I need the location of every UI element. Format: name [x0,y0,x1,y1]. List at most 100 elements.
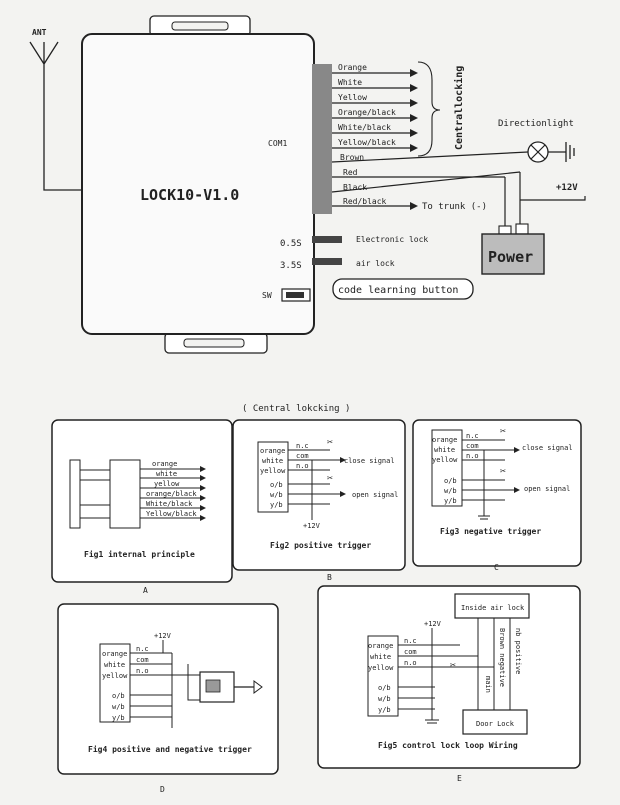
power-battery [481,233,545,275]
fig-a-wire-yellow-black: Yellow/black [146,510,197,518]
antenna-label: ANT [32,28,47,37]
fig-c-letter: C [494,563,499,572]
fig-c-left-white: white [434,446,455,454]
output-05s-connector [312,236,342,243]
centrallocking-label: Centrallocking [453,66,465,150]
fig-b-term-com: com [296,452,309,460]
fig-c-left-orange: orange [432,436,457,444]
fig-a-letter: A [143,586,148,595]
lamp-icon [527,141,549,163]
fig-b-12v: +12V [303,522,321,530]
fig-e-scissors-icon: ✂ [450,660,456,671]
fig-e-left-yb: y/b [378,706,391,714]
fig-b-term-no: n.o [296,462,309,470]
wire-label-orange: Orange [338,63,367,72]
fig-a-wire-orange: orange [152,460,177,468]
battery-terminal-pos [515,223,529,235]
code-learning-label: code learning button [338,285,458,296]
code-learning-button[interactable] [332,278,474,300]
fig-a-wire-yellow: yellow [154,480,180,488]
fig-a-box [51,419,233,583]
fig-e-12v: +12V [424,620,442,628]
sw-label: SW [262,291,272,300]
fig-d-term-no: n.o [136,667,149,675]
wire-arrows [410,69,418,210]
inside-air-lock-label: Inside air lock [461,604,525,612]
fig-d-left-ob: o/b [112,692,125,700]
module-title: LOCK10-V1.0 [140,186,239,204]
antenna: ANT [29,28,85,191]
module-box [81,33,315,335]
fig-b-left-ob: o/b [270,481,283,489]
fig-b-left-wb: w/b [270,491,283,499]
fig-e-left-yellow: yellow [368,664,394,672]
fig-d: orange white yellow o/b w/b y/b n.c com … [57,603,279,794]
centrallocking-brace [417,61,441,157]
wire-labels: Orange White Yellow Orange/black White/b… [338,63,487,212]
fig-b-left-yellow: yellow [260,467,286,475]
fig-b-scissors-icon: ✂ [327,437,333,448]
plus12-label: +12V [556,183,578,193]
fig-d-left-wb: w/b [112,703,125,711]
fig-c-scissors-icon-2: ✂ [500,466,506,477]
wire-label-red-black: Red/black [343,197,387,206]
wire-label-yellow: Yellow [338,93,367,102]
fig-d-left-orange: orange [102,650,127,658]
inside-air-lock-box [454,593,530,619]
wire-label-black: Black [343,183,367,192]
ground-icon [548,142,575,162]
fig-b-left-orange: orange [260,447,285,455]
fig-c-close-signal: close signal [522,444,573,452]
fig-b-open-signal: open signal [352,491,398,499]
fig-d-left-white: white [104,661,125,669]
fig-c-term-nc: n.c [466,432,479,440]
output-35s-desc: air lock [356,259,395,268]
battery-terminal-neg [498,225,512,235]
fig-a-caption: Fig1 internal principle [84,549,195,559]
fig-e-term-no: n.o [404,659,417,667]
fig-e-wire-brown-negative: Brown negative [498,628,506,687]
wire-label-orange-black: Orange/black [338,108,396,117]
fig-b-left-yb: y/b [270,501,283,509]
fig-e-left-white: white [370,653,391,661]
fig-d-box [57,603,279,775]
fig-d-letter: D [160,785,165,794]
fig-d-term-com: com [136,656,149,664]
output-35s-connector [312,258,342,265]
fig-b-left-white: white [262,457,283,465]
fig-b-term-nc: n.c [296,442,309,450]
fig-d-term-nc: n.c [136,645,149,653]
fig-c: orange white yellow o/b w/b y/b n.c com … [412,419,582,572]
com-connector [312,64,332,214]
fig-d-caption: Fig4 positive and negative trigger [88,744,252,754]
fig-e-caption: Fig5 control lock loop Wiring [378,740,518,750]
fig-c-left-wb: w/b [444,487,457,495]
fig-e-term-com: com [404,648,417,656]
to-trunk-label: To trunk (-) [422,202,487,212]
central-heading: ( Central lokcking ) [242,404,350,414]
wire-label-brown: Brown [340,153,364,162]
door-lock-box [462,709,528,735]
wire-label-red: Red [343,168,358,177]
wire-label-white-black: White/black [338,123,391,132]
fig-b-scissors-icon-2: ✂ [327,473,333,484]
door-lock-label: Door Lock [476,720,515,728]
fig-c-open-signal: open signal [524,485,570,493]
fig-b-caption: Fig2 positive trigger [270,540,371,550]
fig-c-left-yellow: yellow [432,456,458,464]
com-label: COM1 [268,139,287,148]
fig-a-wire-orange-black: orange/black [146,490,197,498]
fig-b-box [232,419,406,571]
wire-harness [331,72,529,228]
fig-c-left-yb: y/b [444,497,457,505]
fig-d-actuator-icon [199,671,263,703]
fig-c-left-ob: o/b [444,477,457,485]
fig-c-term-no: n.o [466,452,479,460]
fig-c-caption: Fig3 negative trigger [440,526,541,536]
wire-label-white: White [338,78,362,87]
fig-e-left-ob: o/b [378,684,391,692]
fig-d-left-yb: y/b [112,714,125,722]
direction-light-label: Directionlight [498,119,574,129]
